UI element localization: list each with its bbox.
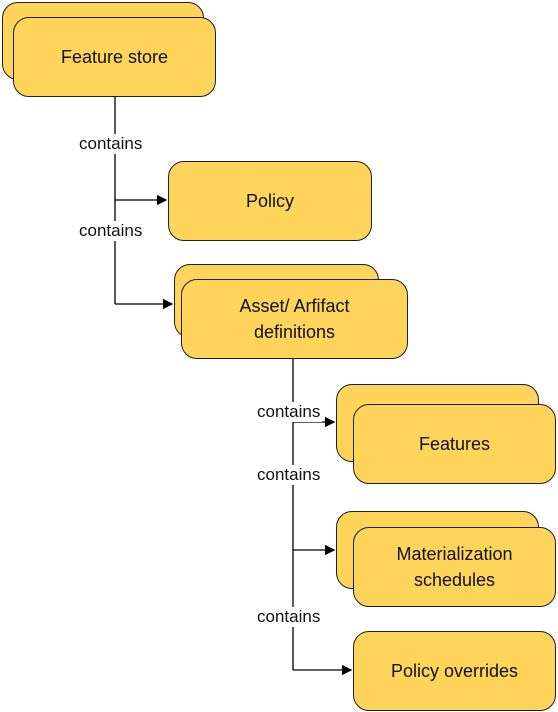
edge-label-fs-policy: contains [77, 134, 145, 154]
asset-definitions-label-line1: Asset/ Arfifact [239, 296, 350, 316]
asset-definitions-label-line2: definitions [253, 322, 336, 342]
materialization-label-line1: Materialization [396, 544, 513, 564]
policy-overrides-label: Policy overrides [390, 661, 519, 681]
asset-definitions-node[interactable]: Asset/ Arfifact definitions [181, 279, 408, 359]
edge-label-asset-overrides: contains [255, 607, 323, 627]
edge-label-fs-asset: contains [77, 221, 145, 241]
feature-store-node[interactable]: Feature store [13, 17, 216, 97]
edge-label-asset-features: contains [255, 402, 323, 422]
edge-label-asset-materialization: contains [255, 465, 323, 485]
policy-overrides-node[interactable]: Policy overrides [353, 631, 556, 711]
policy-label: Policy [245, 191, 294, 211]
materialization-label-line2: schedules [413, 570, 496, 590]
policy-node[interactable]: Policy [168, 161, 372, 241]
features-node[interactable]: Features [353, 404, 556, 484]
features-label: Features [418, 434, 491, 454]
feature-store-label: Feature store [60, 47, 169, 67]
materialization-node[interactable]: Materialization schedules [353, 527, 556, 607]
